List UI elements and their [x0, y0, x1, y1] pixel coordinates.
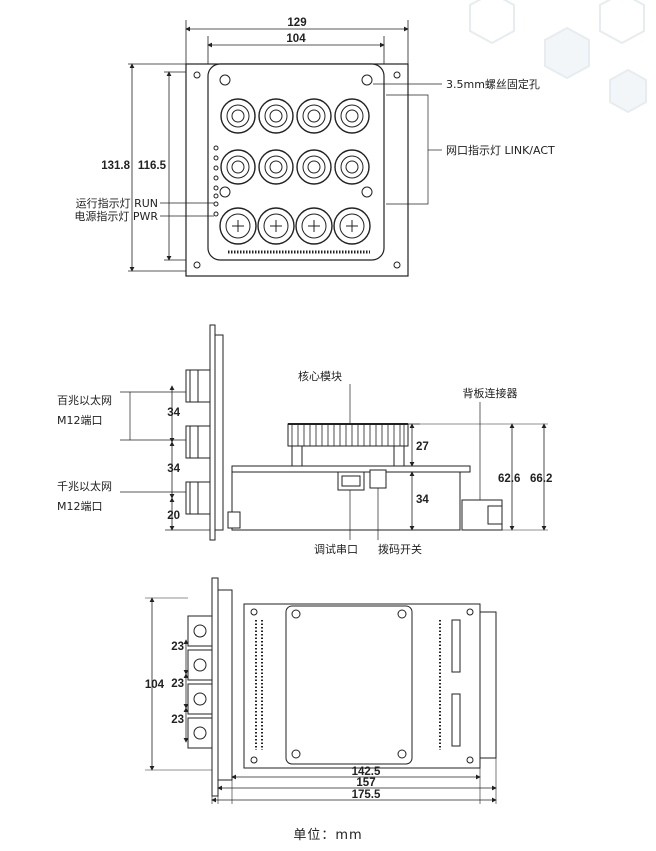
label-100m-line2: M12端口: [57, 414, 103, 427]
dim-662: 66.2: [530, 473, 552, 485]
label-run-led: 运行指示灯 RUN: [76, 196, 158, 210]
label-backplane: 背板连接器: [463, 386, 518, 400]
dim-len-1755: 175.5: [352, 789, 381, 801]
led-column: [213, 145, 219, 217]
dim-width-outer: 129: [287, 17, 306, 29]
dim-len-157: 157: [356, 777, 375, 789]
label-1000m-line1: 千兆以太网: [57, 480, 112, 493]
background-hexagons: [469, 0, 647, 114]
dim-height-outer: 131.8: [101, 160, 130, 172]
label-100m-line1: 百兆以太网: [57, 394, 112, 407]
top-view: 104 23 23 23 142.5 157 175.5: [145, 577, 497, 804]
dim-len-1425: 142.5: [352, 766, 381, 778]
dim-top-pitch-2: 23: [171, 678, 184, 690]
dim-27: 27: [416, 441, 429, 453]
dim-top-height: 104: [145, 679, 165, 691]
unit-label: 单位：mm: [293, 828, 363, 843]
label-dip-switch: 拨码开关: [378, 542, 422, 556]
side-connector-3: [185, 481, 211, 515]
side-connector-2: [185, 425, 211, 459]
label-1000m-line2: M12端口: [57, 500, 103, 513]
top-connector-group: [187, 615, 213, 749]
dim-top-pitch-3: 23: [171, 714, 184, 726]
label-link-led: 网口指示灯 LINK/ACT: [446, 143, 555, 157]
dim-34: 34: [416, 494, 429, 506]
label-mount-hole: 3.5mm螺丝固定孔: [446, 77, 540, 91]
dim-top-pitch-1: 23: [171, 641, 184, 653]
label-pwr-led: 电源指示灯 PWR: [74, 209, 158, 223]
dim-bottom-offset: 20: [167, 510, 180, 522]
side-view: 百兆以太网 M12端口 千兆以太网 M12端口 34 34 20 核心模块 背板…: [57, 324, 552, 556]
dim-pitch-2: 34: [167, 463, 180, 475]
dim-height-inner: 116.5: [138, 160, 167, 172]
dim-pitch-1: 34: [167, 407, 180, 419]
label-debug-port: 调试串口: [314, 543, 358, 556]
dim-width-inner: 104: [286, 33, 306, 45]
m12-connector-row-3: [219, 207, 371, 245]
side-connector-1: [185, 369, 211, 403]
m12-connector-row-2: [220, 149, 370, 185]
dim-626: 62.6: [498, 473, 520, 485]
label-core-module: 核心模块: [298, 369, 342, 383]
front-view: 129 104 131.8 116.5 3.5mm螺丝固定孔 网口指示灯 LIN…: [74, 17, 555, 277]
m12-connector-row-1: [220, 98, 370, 134]
